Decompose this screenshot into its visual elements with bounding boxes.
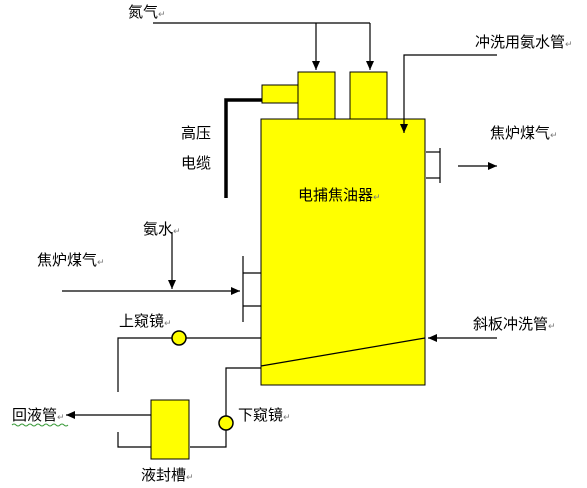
- lower-drain-to-tank: [190, 428, 227, 448]
- seal-tank-label: 液封槽↵: [141, 466, 194, 484]
- lower-drain-line: [225, 367, 261, 418]
- insulator-box: [261, 84, 299, 104]
- seal-tank: [150, 399, 190, 460]
- upper-sightglass-label: 上窥镜↵: [119, 312, 172, 330]
- coke-gas-in-label: 焦炉煤气↵: [37, 251, 105, 269]
- ammonia-water-label: 氨水↵: [143, 220, 181, 238]
- precipitator-label: 电捕焦油器↵: [298, 186, 381, 204]
- hv-cable: [224, 98, 262, 198]
- hv-cable-label-1: 高压: [181, 124, 211, 142]
- top-nozzle-right: [349, 71, 388, 120]
- precipitator-vessel: [260, 118, 426, 386]
- slant-plate: [260, 337, 426, 367]
- hv-cable-label-2: 电缆: [181, 154, 211, 172]
- nitrogen-label: 氮气↵: [128, 3, 166, 21]
- top-nozzle-left: [297, 71, 336, 120]
- spell-underline: [11, 423, 69, 427]
- lower-sightglass-icon: [218, 415, 234, 431]
- coke-gas-out-label: 焦炉煤气↵: [490, 124, 558, 142]
- flush-pipe-label: 冲洗用氨水管↵: [475, 33, 573, 51]
- upper-sightglass-icon: [171, 330, 187, 346]
- seal-tank-inlet: [117, 432, 151, 448]
- upper-sightglass-line: [117, 337, 261, 392]
- slant-flush-label: 斜板冲洗管↵: [473, 315, 556, 333]
- flush-pipe-line: [400, 54, 497, 133]
- return-pipe-label: 回液管↵: [12, 406, 65, 424]
- lower-sightglass-label: 下窥镜↵: [238, 406, 291, 424]
